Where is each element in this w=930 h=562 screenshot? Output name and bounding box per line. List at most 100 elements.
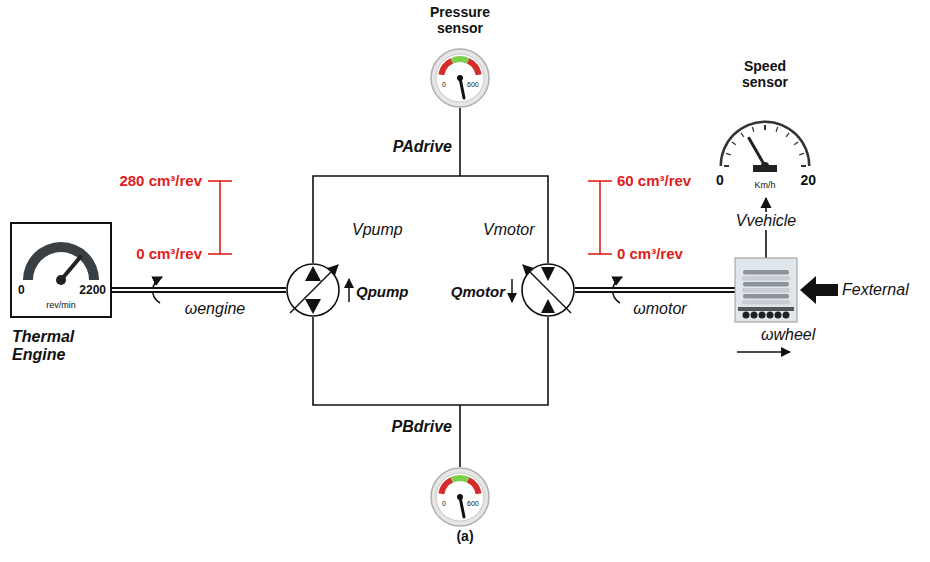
pressure-gauge-drawing bbox=[430, 467, 490, 527]
gauge-arc bbox=[720, 121, 811, 167]
gauge-scale: 2200 bbox=[79, 284, 106, 298]
wheel bbox=[775, 312, 782, 319]
cargo-layer bbox=[743, 270, 789, 275]
gauge-scale: 0 bbox=[18, 284, 25, 298]
shaft-connector bbox=[112, 290, 286, 291]
trailer-frame bbox=[738, 307, 794, 311]
sensor-title: Speed sensor bbox=[727, 58, 803, 90]
displacement-min: 0 cm³/rev bbox=[617, 245, 683, 262]
flow-triangle bbox=[305, 299, 321, 314]
displacement-max: 60 cm³/rev bbox=[617, 172, 691, 189]
wheel bbox=[759, 312, 766, 319]
gauge-needle bbox=[749, 138, 765, 166]
range-bracket bbox=[219, 181, 221, 254]
gauge-band bbox=[450, 56, 469, 64]
gauge-tick bbox=[794, 142, 798, 145]
figure-caption: (a) bbox=[456, 528, 473, 544]
shaft-outer bbox=[112, 287, 286, 293]
shaft-inner bbox=[575, 289, 735, 291]
speed-gauge: Speed sensor0Km/h20 bbox=[712, 100, 818, 198]
gauge-band bbox=[450, 475, 469, 483]
flow-arrow bbox=[511, 279, 513, 302]
variable-displacement-arrow bbox=[523, 265, 571, 313]
machine-outline bbox=[522, 264, 574, 316]
gauge-rim bbox=[431, 468, 489, 526]
photo-frame bbox=[735, 258, 797, 322]
wheel bbox=[767, 312, 774, 319]
gauge-unit: Km/h bbox=[754, 180, 775, 190]
gauge-tick bbox=[801, 165, 806, 167]
range-bracket bbox=[599, 181, 601, 254]
flow-label: Qpump bbox=[356, 283, 409, 300]
displacement-label: Vpump bbox=[352, 221, 403, 239]
motor-symbol: Vmotor bbox=[521, 263, 575, 317]
hydraulic-line bbox=[313, 317, 548, 405]
wheel bbox=[783, 312, 790, 319]
gauge-face bbox=[436, 473, 484, 521]
gauge-tick bbox=[741, 133, 744, 137]
gauge-scale: 600 bbox=[467, 500, 479, 508]
flow-triangle bbox=[305, 266, 321, 281]
connector-line bbox=[313, 176, 548, 263]
force-arrow bbox=[800, 276, 838, 304]
gauge-hub bbox=[457, 494, 463, 500]
range-bracket bbox=[588, 180, 612, 182]
variable-displacement-arrow bbox=[290, 265, 338, 313]
flow-triangle bbox=[541, 299, 555, 313]
pressure-gauge-drawing bbox=[430, 48, 490, 108]
edge-label: Vvehicle bbox=[734, 212, 798, 230]
gauge-tick bbox=[726, 153, 731, 155]
gauge-scale: 0 bbox=[442, 500, 446, 508]
gauge-tick bbox=[752, 127, 754, 132]
gauge-unit: rev/min bbox=[46, 300, 76, 310]
displacement-min: 0 cm³/rev bbox=[136, 245, 202, 262]
shaft-outer bbox=[575, 287, 735, 293]
force-label: Fexternal bbox=[842, 281, 909, 299]
gauge-base bbox=[753, 165, 777, 172]
gauge-scale: 20 bbox=[800, 172, 816, 188]
gauge-needle bbox=[460, 497, 464, 517]
cargo-layer bbox=[743, 282, 789, 287]
gauge-band bbox=[438, 477, 453, 494]
engine-box: 02200rev/minThermal Engine bbox=[10, 222, 112, 318]
range-bracket bbox=[208, 180, 232, 182]
gauge-tick bbox=[786, 133, 789, 137]
engine-title: Thermal Engine bbox=[12, 328, 96, 365]
gauge-tick bbox=[799, 153, 804, 155]
gauge-band bbox=[467, 58, 482, 75]
range-bracket bbox=[208, 253, 232, 255]
flow-label: Qmotor bbox=[451, 283, 505, 300]
pump-symbol-drawing bbox=[286, 263, 340, 317]
wheel bbox=[743, 312, 750, 319]
pressure-gauge: Pressure sensor0600 bbox=[430, 48, 490, 108]
flow-arrow bbox=[348, 279, 350, 302]
gauge-arc bbox=[23, 242, 99, 280]
sensor-title: Pressure sensor bbox=[422, 4, 498, 36]
gauge-band bbox=[467, 477, 482, 494]
wheel bbox=[751, 312, 758, 319]
gauge-hub bbox=[56, 275, 66, 285]
sensor-line bbox=[459, 108, 461, 176]
wheel-direction-arrow bbox=[737, 351, 790, 353]
hydraulic-line bbox=[313, 176, 548, 263]
shaft-inner bbox=[112, 289, 286, 291]
cargo-layer bbox=[742, 288, 790, 293]
displacement-max: 280 cm³/rev bbox=[119, 172, 202, 189]
connector-line bbox=[313, 317, 548, 405]
gauge-needle bbox=[460, 78, 464, 98]
wheel-speed-label: ωwheel bbox=[761, 326, 815, 344]
shaft-connector bbox=[575, 290, 735, 291]
pressure-label: PBdrive bbox=[392, 418, 452, 436]
range-bracket bbox=[588, 253, 612, 255]
flow-triangle bbox=[541, 267, 555, 281]
cargo-layer bbox=[742, 300, 790, 305]
cargo-layer bbox=[743, 294, 789, 299]
pressure-label: PAdrive bbox=[393, 138, 452, 156]
machine-outline bbox=[287, 264, 339, 316]
gauge-tick bbox=[764, 125, 766, 130]
cargo-layer bbox=[742, 276, 790, 281]
gauge-band bbox=[438, 58, 453, 75]
edge-label: ωmotor bbox=[631, 300, 688, 318]
gauge-scale: 600 bbox=[467, 81, 479, 89]
gauge-tick bbox=[724, 165, 729, 167]
